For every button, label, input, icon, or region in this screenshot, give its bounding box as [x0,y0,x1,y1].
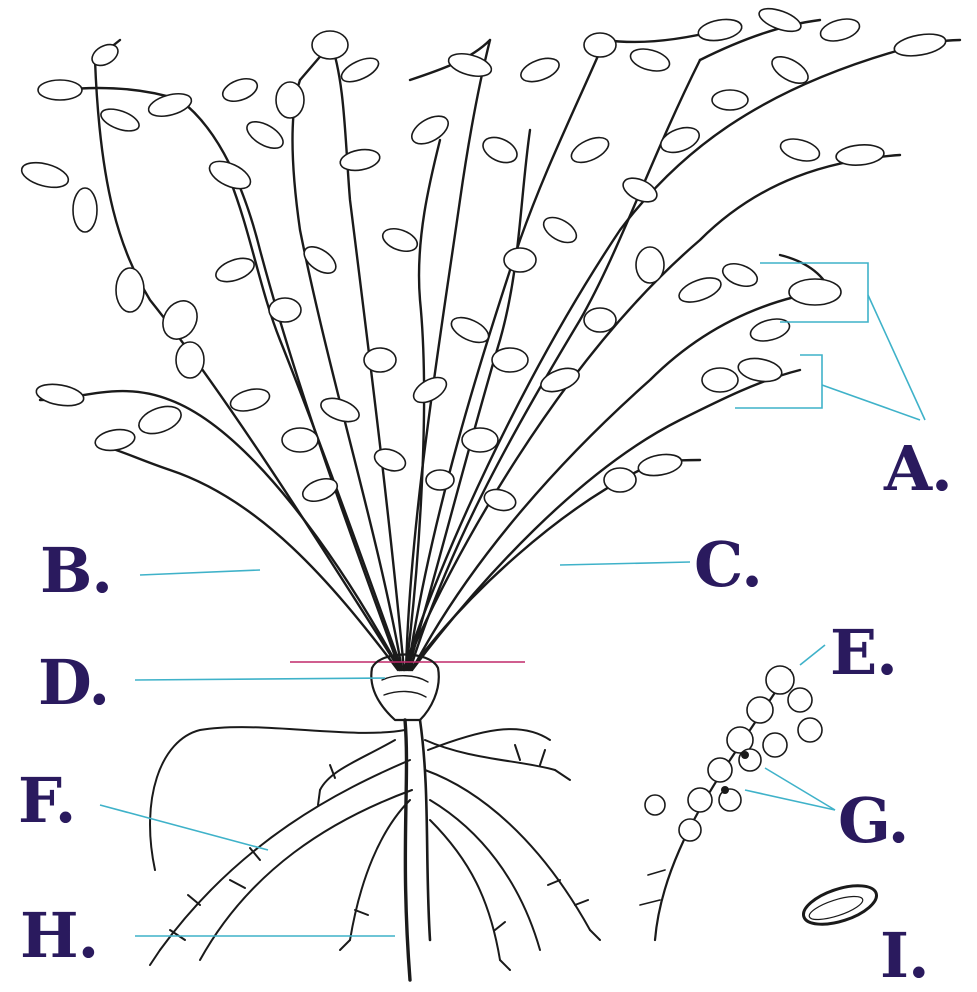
label-c: C. [694,534,762,596]
label-d: D. [38,652,109,714]
label-g: G. [838,790,908,852]
leader-g-lower [745,790,835,810]
leader-a-upper [868,295,925,420]
leader-f [100,805,268,850]
leader-a-lower [822,385,920,420]
label-e: E. [830,622,897,684]
label-f: F. [18,770,75,832]
roots [150,720,600,980]
label-b: B. [40,540,112,602]
flower-cluster [640,666,822,940]
leader-e [800,645,825,665]
label-i: I. [880,925,929,987]
seed [799,878,881,932]
leaves [19,4,947,514]
leader-c [560,562,690,565]
label-h: H. [20,905,98,967]
label-a: A. [884,438,952,500]
leader-g-upper [765,768,835,810]
leader-d [135,678,385,680]
stems [40,20,960,670]
leader-b [140,570,260,575]
